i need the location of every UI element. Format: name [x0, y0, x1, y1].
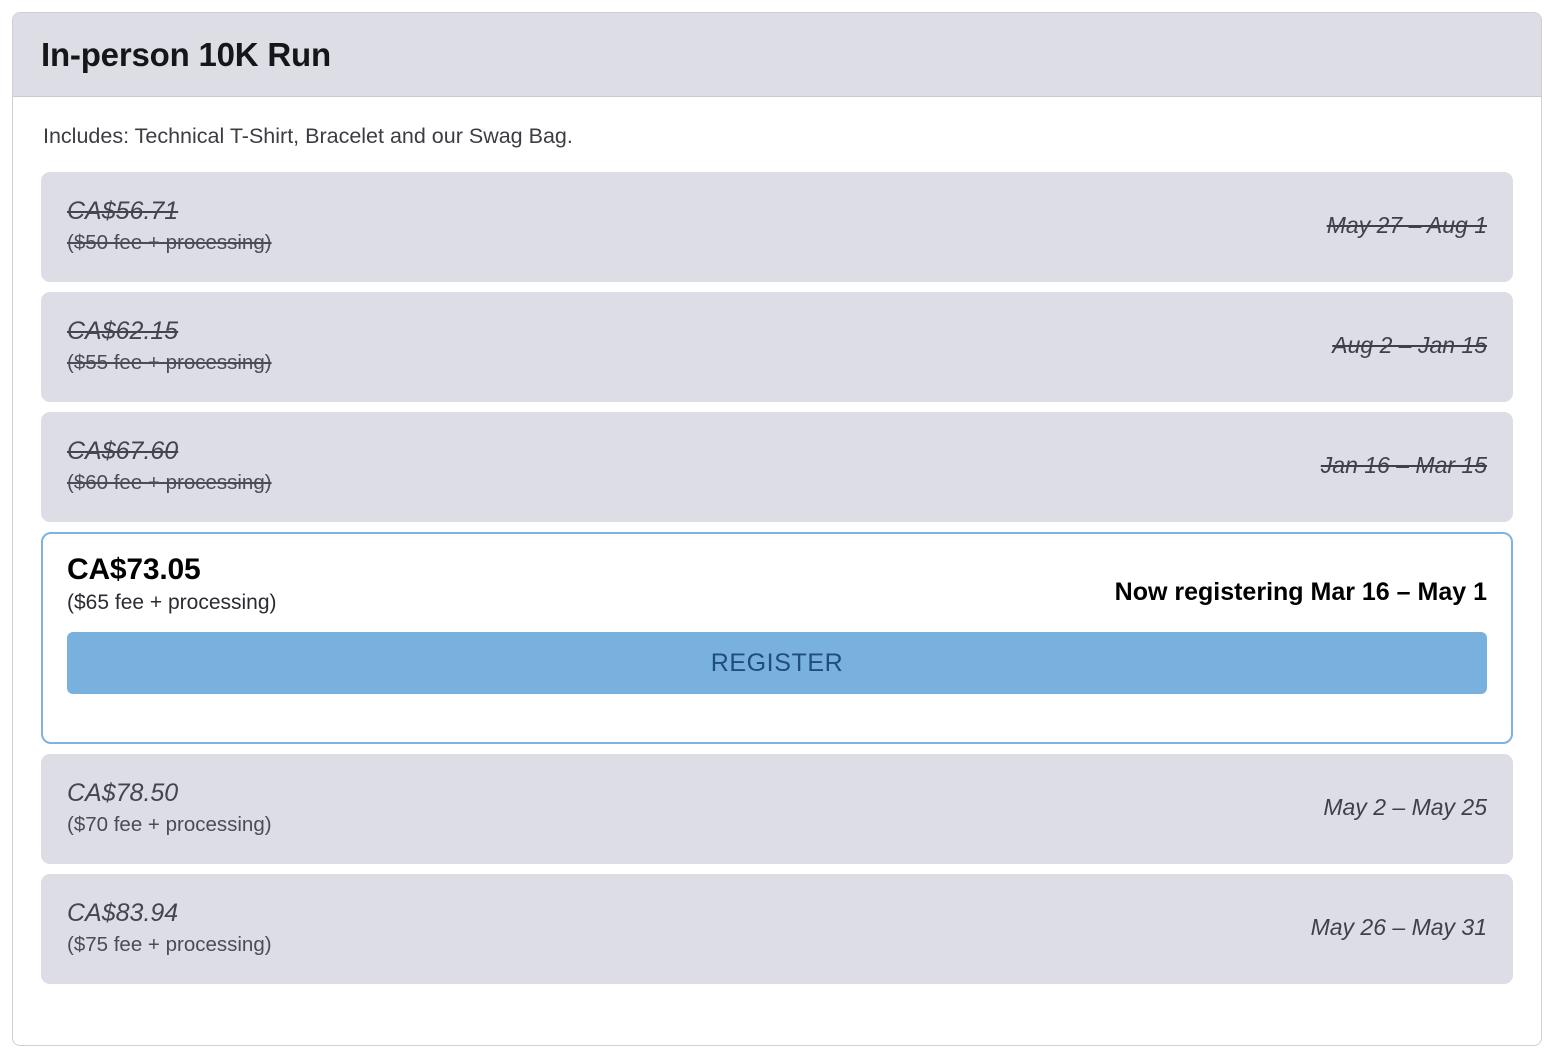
- tier-fee-note: ($65 fee + processing): [67, 591, 277, 615]
- pricing-tier-row: CA$78.50 ($70 fee + processing) May 2 – …: [41, 753, 1513, 864]
- tier-fee-note: ($70 fee + processing): [67, 812, 272, 836]
- tier-date-range: May 26 – May 31: [1310, 914, 1487, 941]
- tier-date-range: May 2 – May 25: [1323, 794, 1487, 821]
- tier-price-block: CA$56.71 ($50 fee + processing): [67, 198, 272, 253]
- tier-price-block: CA$67.60 ($60 fee + processing): [67, 438, 272, 493]
- tier-price: CA$73.05: [67, 552, 201, 586]
- tier-price: CA$78.50: [67, 779, 179, 808]
- includes-description: Includes: Technical T-Shirt, Bracelet an…: [43, 124, 573, 148]
- card-body: Includes: Technical T-Shirt, Bracelet an…: [13, 97, 1541, 1008]
- pricing-tier-row: CA$67.60 ($60 fee + processing) Jan 16 –…: [41, 411, 1513, 522]
- tier-fee-note: ($50 fee + processing): [67, 230, 272, 254]
- active-tier-summary: CA$73.05 ($65 fee + processing) Now regi…: [67, 554, 1487, 615]
- tier-date-range: Aug 2 – Jan 15: [1332, 332, 1487, 359]
- register-button[interactable]: REGISTER: [67, 632, 1487, 695]
- pricing-tier-row: CA$83.94 ($75 fee + processing) May 26 –…: [41, 873, 1513, 984]
- tier-price: CA$83.94: [67, 899, 179, 928]
- tier-price: CA$67.60: [67, 437, 179, 466]
- pricing-tier-row: CA$62.15 ($55 fee + processing) Aug 2 – …: [41, 291, 1513, 402]
- tier-price-block: CA$83.94 ($75 fee + processing): [67, 900, 272, 955]
- pricing-tier-list: CA$56.71 ($50 fee + processing) May 27 –…: [41, 171, 1513, 984]
- tier-date-range: May 27 – Aug 1: [1326, 212, 1487, 239]
- tier-fee-note: ($60 fee + processing): [67, 470, 272, 494]
- tier-date-range: Jan 16 – Mar 15: [1320, 452, 1487, 479]
- tier-price-block: CA$78.50 ($70 fee + processing): [67, 780, 272, 835]
- pricing-tier-row-active[interactable]: CA$73.05 ($65 fee + processing) Now regi…: [41, 531, 1513, 744]
- tier-price: CA$62.15: [67, 317, 179, 346]
- pricing-tier-row: CA$56.71 ($50 fee + processing) May 27 –…: [41, 171, 1513, 282]
- tier-fee-note: ($55 fee + processing): [67, 350, 272, 374]
- tier-price-block: CA$62.15 ($55 fee + processing): [67, 318, 272, 373]
- tier-date-range-active: Now registering Mar 16 – May 1: [1114, 577, 1487, 606]
- card-header: In-person 10K Run: [13, 13, 1541, 97]
- tier-price-block: CA$73.05 ($65 fee + processing): [67, 554, 277, 615]
- tier-price: CA$56.71: [67, 197, 179, 226]
- page-title: In-person 10K Run: [41, 36, 331, 73]
- tier-fee-note: ($75 fee + processing): [67, 932, 272, 956]
- event-pricing-card: In-person 10K Run Includes: Technical T-…: [12, 12, 1542, 1046]
